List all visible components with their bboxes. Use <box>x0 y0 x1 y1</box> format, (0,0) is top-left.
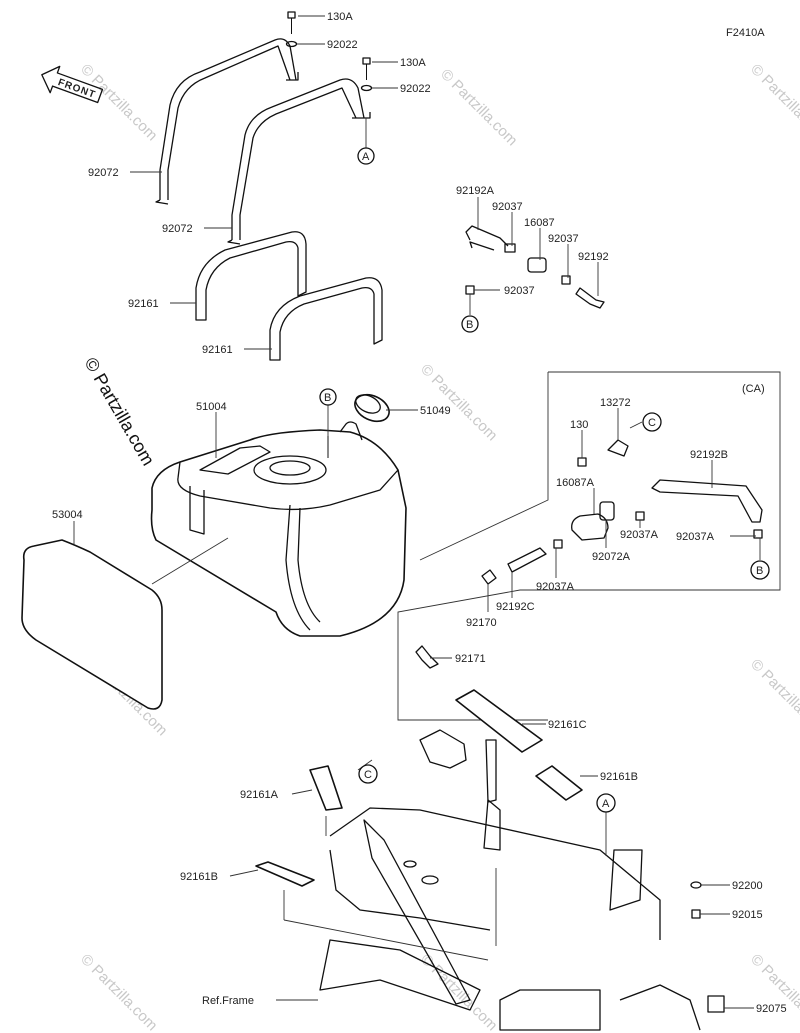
callout-a-frame: A <box>596 793 616 813</box>
part-label: 92022 <box>400 83 431 95</box>
fuel-tank-51004 <box>150 421 407 637</box>
watermark: © Partzilla.com <box>747 951 800 1033</box>
pad-92161-lower <box>269 277 383 361</box>
part-label: 92161C <box>548 719 587 731</box>
ref-frame-label: Ref.Frame <box>202 995 254 1007</box>
part-label: 92192A <box>456 185 495 197</box>
copyright-label: © Partzilla.com <box>81 354 159 469</box>
part-label: 92200 <box>732 880 763 892</box>
watermark: © Partzilla.com <box>747 656 800 739</box>
watermark: © Partzilla.com <box>77 951 160 1033</box>
pad-92161B-lower <box>255 861 315 887</box>
callout-c-frame: C <box>358 764 378 784</box>
part-label: 92161B <box>600 771 638 783</box>
callout-b: B <box>324 392 331 404</box>
part-label: 92072 <box>88 167 119 179</box>
pad-92161B-upper <box>535 765 583 801</box>
tank-strap-92072-lower <box>227 78 371 245</box>
watermark: © Partzilla.com <box>417 361 500 444</box>
part-label: 92192 <box>578 251 609 263</box>
part-label: 92037A <box>676 531 715 543</box>
part-label: 130A <box>327 11 353 23</box>
part-label: 92072 <box>162 223 193 235</box>
callout-b-tank: B <box>319 388 337 406</box>
bolt-130A-1 <box>285 11 298 48</box>
part-label: 92037A <box>536 581 575 593</box>
vehicle-frame <box>319 729 701 1031</box>
part-label: 92037 <box>492 201 523 213</box>
part-label: 92161 <box>128 298 159 310</box>
heat-insulator-53004 <box>21 539 163 710</box>
part-label: 53004 <box>52 509 83 521</box>
part-label: 92171 <box>455 653 486 665</box>
part-label: 16087A <box>556 477 595 489</box>
part-label: 13272 <box>600 397 631 409</box>
tank-strap-92072-upper <box>155 38 299 205</box>
callout-a: A <box>362 151 370 163</box>
callout-c: C <box>648 417 656 429</box>
callout-b: B <box>756 565 763 577</box>
part-label: 92072A <box>592 551 631 563</box>
part-label: 92161 <box>202 344 233 356</box>
part-label: 92075 <box>756 1003 787 1015</box>
part-label: 51049 <box>420 405 451 417</box>
diagram-code: F2410A <box>726 27 765 39</box>
callout-a: A <box>602 798 610 810</box>
frame-hardware <box>690 881 725 1013</box>
fuel-cap-51049 <box>354 393 390 423</box>
watermark: © Partzilla.com <box>437 66 520 149</box>
part-label: 51004 <box>196 401 227 413</box>
part-label: 92015 <box>732 909 763 921</box>
part-labels: 130A 92022 130A 92022 92072 92072 92161 … <box>52 11 787 1015</box>
ca-region-border <box>397 371 781 721</box>
pad-92161C <box>455 689 543 753</box>
part-label: 130 <box>570 419 588 431</box>
watermark: © Partzilla.com <box>747 61 800 144</box>
part-label: 92022 <box>327 39 358 51</box>
callout-b-hose: B <box>461 315 479 333</box>
callout-b-ca: B <box>750 560 770 580</box>
callout-c: C <box>364 769 372 781</box>
leader-lines <box>73 15 761 1009</box>
callout-c-ca: C <box>642 412 662 432</box>
ca-canister-parts <box>415 439 763 669</box>
part-label: 92161B <box>180 871 218 883</box>
part-label: 92037 <box>504 285 535 297</box>
breather-hose-set <box>465 225 605 309</box>
part-label: 130A <box>400 57 426 69</box>
pad-92161A <box>309 765 343 811</box>
callout-a-top: A <box>357 147 375 165</box>
watermark: © Partzilla.com <box>77 61 160 144</box>
watermark: © Partzilla.com <box>417 951 500 1033</box>
part-label: 16087 <box>524 217 555 229</box>
part-label: 92037 <box>548 233 579 245</box>
bolt-130A-2 <box>360 57 373 92</box>
callout-b: B <box>466 319 473 331</box>
part-label: 92192C <box>496 601 535 613</box>
pad-92161-upper <box>195 231 307 321</box>
part-label: 92170 <box>466 617 497 629</box>
ca-label: (CA) <box>742 383 765 395</box>
part-label: 92161A <box>240 789 279 801</box>
part-label: 92037A <box>620 529 659 541</box>
part-label: 92192B <box>690 449 728 461</box>
